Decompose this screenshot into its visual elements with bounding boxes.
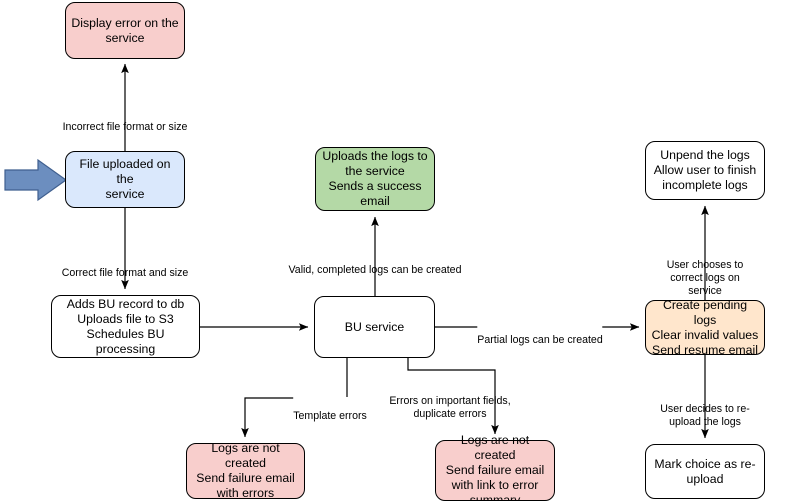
- edge-label-user-corrects: User chooses to correct logs on service: [657, 246, 753, 298]
- node-display-error-label: Display error on the service: [71, 15, 179, 45]
- edge-label-user-reupload: User decides to re-upload the logs: [657, 390, 753, 429]
- node-logs-not-created-summary[interactable]: Logs are not created Send failure email …: [435, 433, 555, 501]
- edge-bu-service-to-logs-not-created-summary: [407, 358, 499, 435]
- node-bu-service-label: BU service: [344, 319, 405, 334]
- node-create-pending-logs-label: Create pending logs Clear invalid values…: [651, 297, 759, 357]
- edge-label-correct-format-text: Correct file format and size: [61, 267, 189, 279]
- edge-label-errors-important-text: Errors on important fields, duplicate er…: [389, 395, 511, 420]
- edge-label-user-reupload-text: User decides to re-upload the logs: [660, 403, 750, 428]
- node-mark-choice[interactable]: Mark choice as re- upload: [645, 444, 765, 499]
- node-display-error[interactable]: Display error on the service: [65, 2, 185, 59]
- edge-label-incorrect-format-text: Incorrect file format or size: [62, 121, 188, 133]
- node-adds-bu-record-label: Adds BU record to db Uploads file to S3 …: [66, 296, 185, 356]
- node-uploads-logs-label: Uploads the logs to the service Sends a …: [322, 149, 428, 208]
- node-logs-not-created-template-label: Logs are not created Send failure email …: [196, 441, 295, 500]
- node-logs-not-created-summary-label: Logs are not created Send failure email …: [445, 433, 545, 501]
- node-unpend-logs[interactable]: Unpend the logs Allow user to finish inc…: [645, 141, 765, 200]
- edge-label-partial-logs: Partial logs can be created: [477, 321, 603, 347]
- edge-label-valid-completed-text: Valid, completed logs can be created: [288, 264, 462, 276]
- node-unpend-logs-label: Unpend the logs Allow user to finish inc…: [653, 148, 757, 192]
- start-input-arrow: [4, 158, 68, 202]
- edge-label-incorrect-format: Incorrect file format or size: [63, 108, 188, 134]
- edge-label-partial-logs-text: Partial logs can be created: [477, 334, 603, 346]
- edge-label-valid-completed: Valid, completed logs can be created: [289, 251, 462, 277]
- node-mark-choice-label: Mark choice as re- upload: [654, 456, 756, 486]
- edge-label-errors-important: Errors on important fields, duplicate er…: [389, 382, 510, 421]
- node-logs-not-created-template[interactable]: Logs are not created Send failure email …: [186, 441, 305, 500]
- edge-label-template-errors: Template errors: [293, 397, 367, 423]
- node-file-uploaded-label: File uploaded on the service: [79, 157, 171, 201]
- edge-label-template-errors-text: Template errors: [293, 410, 367, 422]
- node-bu-service[interactable]: BU service: [314, 296, 435, 358]
- node-file-uploaded[interactable]: File uploaded on the service: [65, 151, 185, 208]
- edge-label-correct-format: Correct file format and size: [62, 254, 189, 280]
- node-adds-bu-record[interactable]: Adds BU record to db Uploads file to S3 …: [51, 295, 200, 358]
- edge-label-user-corrects-text: User chooses to correct logs on service: [666, 259, 744, 297]
- node-create-pending-logs[interactable]: Create pending logs Clear invalid values…: [645, 297, 765, 357]
- node-uploads-logs[interactable]: Uploads the logs to the service Sends a …: [315, 147, 435, 211]
